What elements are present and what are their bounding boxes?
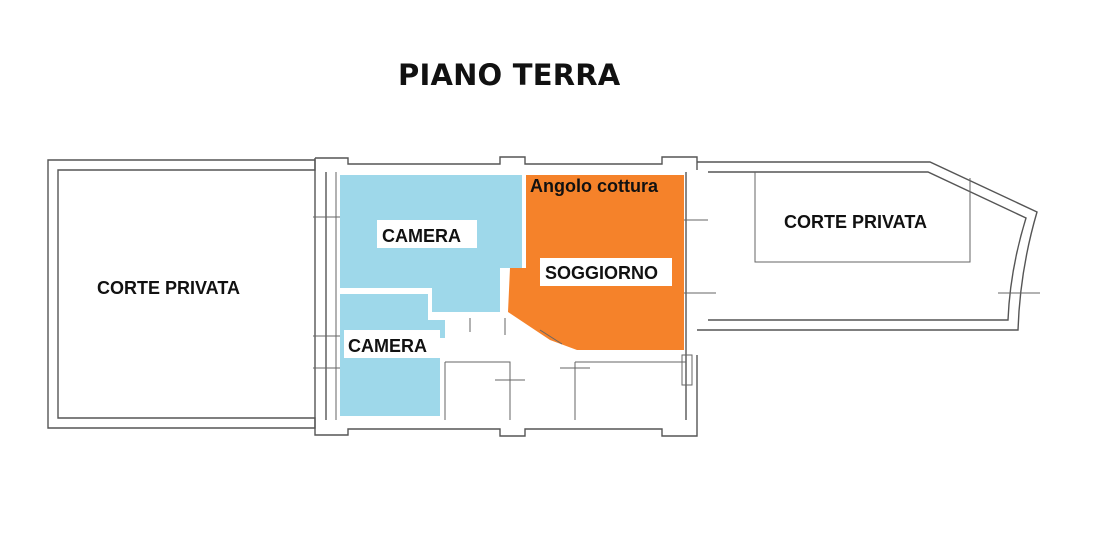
label-courtyard-left: CORTE PRIVATA	[97, 278, 240, 298]
svg-text:SOGGIORNO: SOGGIORNO	[545, 263, 658, 283]
svg-text:CORTE PRIVATA: CORTE PRIVATA	[97, 278, 240, 298]
label-living-room: SOGGIORNO	[540, 258, 672, 286]
svg-text:CAMERA: CAMERA	[348, 336, 427, 356]
svg-text:CAMERA: CAMERA	[382, 226, 461, 246]
label-kitchenette: Angolo cottura	[530, 176, 659, 196]
courtyard-right	[697, 161, 1040, 331]
svg-text:Angolo cottura: Angolo cottura	[530, 176, 659, 196]
building-walls	[313, 156, 716, 437]
label-bedroom-top: CAMERA	[377, 220, 477, 248]
floor-plan-title: PIANO TERRA	[398, 58, 621, 92]
label-bedroom-bottom: CAMERA	[344, 330, 440, 358]
svg-text:CORTE PRIVATA: CORTE PRIVATA	[784, 212, 927, 232]
label-courtyard-right: CORTE PRIVATA	[784, 212, 927, 232]
